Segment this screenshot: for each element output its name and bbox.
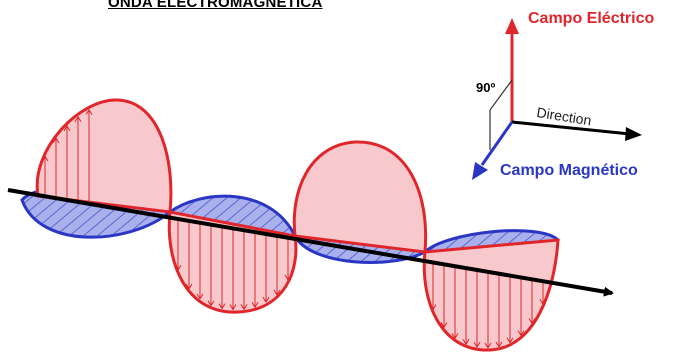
magnetic-axis-arrow (482, 122, 512, 165)
magnetic-axis-arrowhead (472, 162, 488, 180)
electric-axis-arrowhead (505, 18, 519, 34)
electric-lobe-1 (37, 100, 171, 212)
axes-reference (472, 18, 642, 180)
magnetic-field-label: Campo Magnético (500, 162, 638, 180)
page-title: ONDA ELECTROMAGNÉTICA (108, 0, 322, 11)
electric-field-label: Campo Eléctrico (528, 10, 654, 28)
angle-label: 90º (476, 80, 495, 95)
direction-axis-arrowhead (625, 127, 642, 141)
electric-lobe-3 (294, 142, 425, 252)
